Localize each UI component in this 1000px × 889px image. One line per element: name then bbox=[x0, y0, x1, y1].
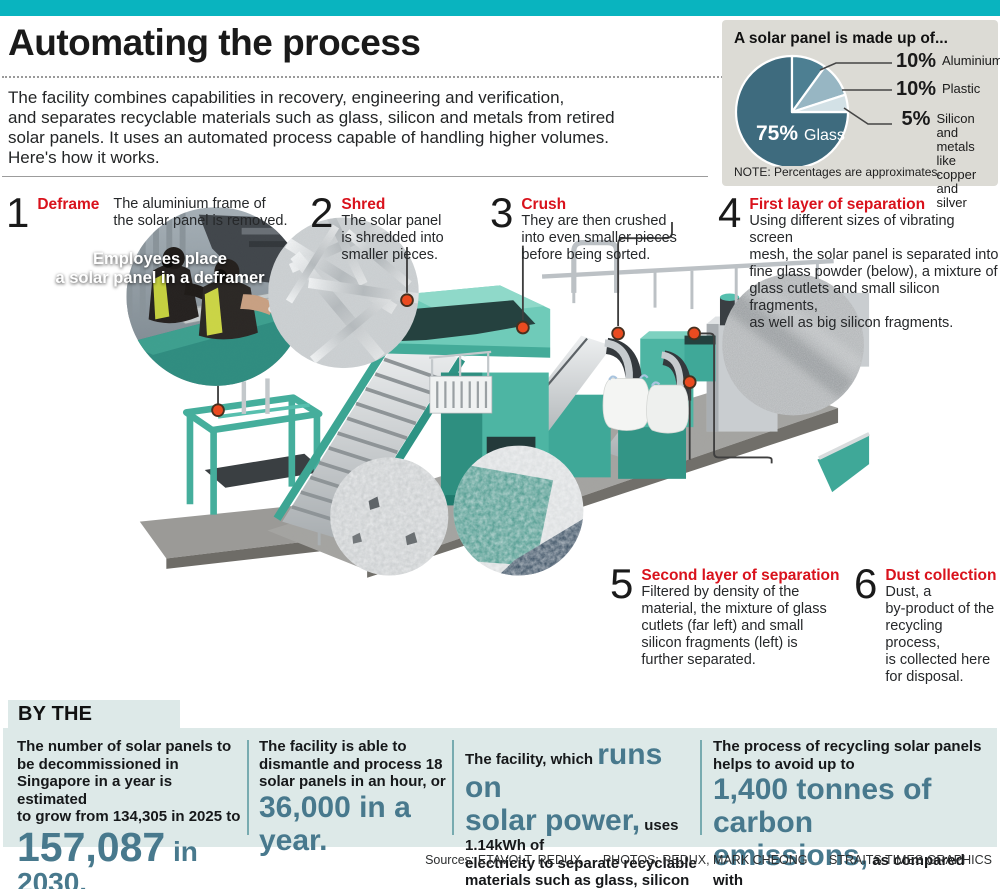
pie-note: NOTE: Percentages are approximates. bbox=[734, 165, 941, 179]
pie-glass-label: Glass bbox=[804, 127, 845, 144]
step-4-title: First layer of separation bbox=[749, 196, 926, 213]
stat-divider bbox=[247, 740, 249, 835]
photo-employees-deframer bbox=[126, 207, 306, 386]
deframer-machine bbox=[182, 378, 325, 515]
panel-makeup-box: A solar panel is made up of... 75% Glass bbox=[722, 20, 1000, 210]
photo-shredded-aluminium bbox=[268, 217, 419, 369]
by-the-numbers-title: BY THE NUMBERS bbox=[8, 700, 180, 748]
step-1-deframe: 1 Deframe The aluminium frame of the sol… bbox=[6, 189, 288, 236]
railing bbox=[541, 240, 834, 317]
photos-credit-text: PHOTOS: REDUX, MARK CHEONG bbox=[602, 853, 808, 867]
step-4-number: 4 bbox=[718, 189, 742, 236]
stat-divider bbox=[700, 740, 702, 835]
marker-dot-2 bbox=[400, 293, 414, 308]
step-3-number: 3 bbox=[490, 189, 514, 236]
pie-chart: 75% Glass bbox=[734, 54, 892, 166]
intro-paragraph: The facility combines capabilities in re… bbox=[8, 88, 615, 167]
shredder-machine bbox=[380, 285, 551, 509]
top-accent-bar bbox=[0, 0, 1000, 16]
step-5-number: 5 bbox=[610, 560, 634, 607]
legend-item-silicon: 5% Silicon and metals like copper and si… bbox=[901, 108, 977, 210]
pie-slice-glass bbox=[734, 54, 850, 166]
step-4-desc: Using different sizes of vibrating scree… bbox=[749, 213, 999, 331]
step-6-desc: Dust, a by-product of the recycling proc… bbox=[885, 584, 995, 685]
stat-solar-powered: The facility, which runs on solar power,… bbox=[465, 738, 697, 889]
step-6-dust-collection: 6 Dust collection Dust, a by-product of … bbox=[854, 560, 1000, 686]
marker-dot-4 bbox=[611, 326, 625, 341]
step-2-shred: 2 Shred The solar panel is shredded into… bbox=[310, 189, 444, 264]
step-5-title: Second layer of separation bbox=[641, 567, 840, 584]
step-3-crush: 3 Crush They are then crushed into even … bbox=[490, 189, 677, 264]
step-2-title: Shred bbox=[341, 196, 386, 213]
marker-dot-6 bbox=[687, 326, 701, 341]
ducts-and-bags bbox=[602, 337, 692, 434]
stat-decommissioned-panels: The number of solar panels to be decommi… bbox=[17, 738, 241, 889]
stat-carbon-avoided: The process of recycling solar panels he… bbox=[713, 738, 982, 889]
step-6-title: Dust collection bbox=[885, 567, 997, 584]
pie-glass-pct: 75% bbox=[756, 122, 798, 145]
step-5-second-separation: 5 Second layer of separation Filtered by… bbox=[610, 560, 840, 669]
step-2-desc: The solar panel is shredded into smaller… bbox=[341, 213, 444, 263]
stat-divider bbox=[452, 740, 454, 835]
pie-leader-lines bbox=[819, 62, 892, 125]
marker-dot-5 bbox=[682, 375, 697, 389]
step-1-title: Deframe bbox=[37, 196, 100, 213]
page-title: Automating the process bbox=[8, 22, 421, 63]
credits-line: Sources: ETAVOLT, REDUX PHOTOS: REDUX, M… bbox=[0, 853, 992, 867]
legend-item-aluminium: 10% Aluminium bbox=[895, 50, 1000, 72]
step-4-first-separation: 4 First layer of separation Using differ… bbox=[718, 189, 1000, 332]
photo-glass-powder bbox=[722, 273, 864, 416]
pie-title: A solar panel is made up of... bbox=[734, 30, 948, 47]
photo-silicon-fragments bbox=[453, 445, 584, 576]
connector-lines bbox=[217, 221, 773, 464]
hopper-basket bbox=[429, 350, 493, 414]
stat-panels-per-year: The facility is able to dismantle and pr… bbox=[259, 738, 446, 857]
step-2-number: 2 bbox=[310, 189, 334, 236]
dotted-divider bbox=[2, 76, 998, 78]
by-the-numbers-panel: The number of solar panels to be decommi… bbox=[3, 728, 997, 889]
step-5-desc: Filtered by density of the material, the… bbox=[641, 584, 827, 668]
legend-item-plastic: 10% Plastic bbox=[895, 78, 981, 100]
sources-text: Sources: ETAVOLT, REDUX bbox=[425, 853, 582, 867]
step-1-desc: The aluminium frame of the solar panel i… bbox=[113, 196, 288, 229]
step-6-number: 6 bbox=[854, 560, 878, 607]
marker-dot-1 bbox=[211, 403, 225, 418]
output-chute bbox=[817, 432, 870, 493]
pie-slice-silicon bbox=[790, 93, 850, 114]
machinery-illustration bbox=[126, 207, 870, 578]
section-divider bbox=[2, 176, 708, 177]
step-1-number: 1 bbox=[6, 189, 30, 236]
step-3-desc: They are then crushed into even smaller … bbox=[521, 213, 677, 263]
photo-caption: Employees place a solar panel in a defra… bbox=[55, 250, 265, 287]
step-3-title: Crush bbox=[521, 196, 567, 213]
marker-dots bbox=[211, 293, 701, 418]
graphics-credit-text: STRAITS TIMES GRAPHICS bbox=[829, 853, 992, 867]
photo-glass-cutlets bbox=[330, 457, 449, 576]
marker-dot-3 bbox=[516, 320, 530, 335]
